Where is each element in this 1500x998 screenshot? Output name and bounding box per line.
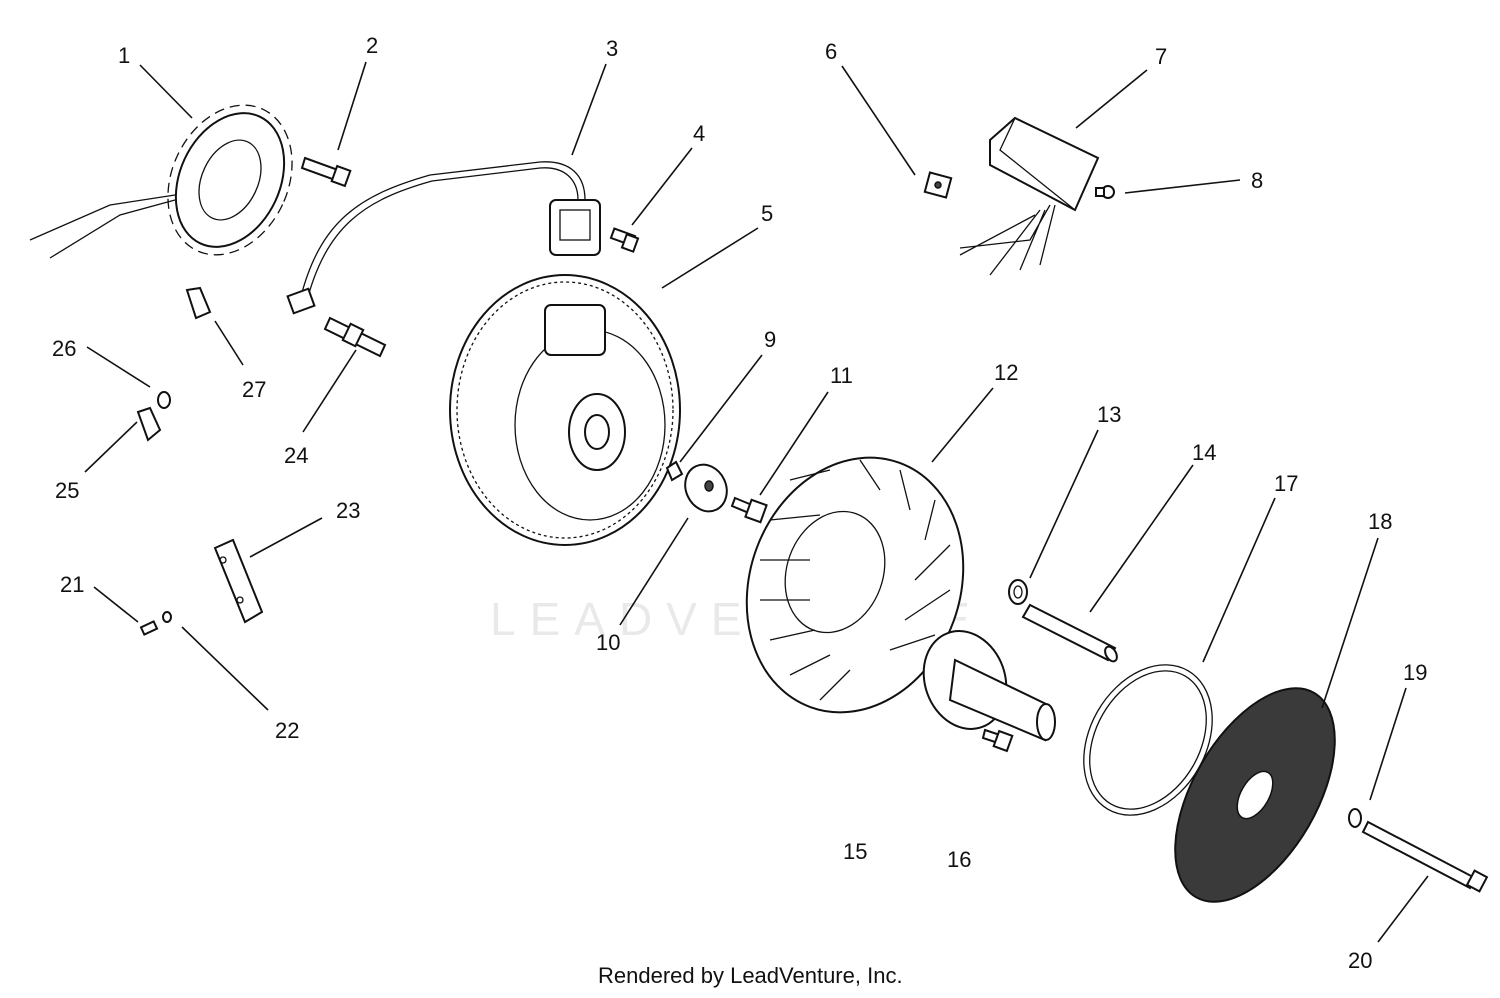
callout-15: 15 bbox=[843, 839, 867, 864]
part-spark-plug bbox=[323, 316, 387, 358]
part-bolt-2 bbox=[300, 156, 352, 188]
callout-19: 19 bbox=[1403, 660, 1427, 685]
callout-3: 3 bbox=[606, 36, 618, 61]
callout-9: 9 bbox=[764, 327, 776, 352]
part-screw-8 bbox=[1095, 185, 1115, 199]
part-washer-19 bbox=[1348, 808, 1362, 828]
callout-13: 13 bbox=[1097, 402, 1121, 427]
part-clip-25 bbox=[136, 406, 162, 442]
callout-12: 12 bbox=[994, 360, 1018, 385]
callout-11: 11 bbox=[830, 363, 853, 388]
part-spacer-tube bbox=[1021, 603, 1118, 663]
credit-text: Rendered by LeadVenture, Inc. bbox=[598, 963, 903, 988]
part-regulator bbox=[959, 116, 1100, 276]
part-screw-16 bbox=[981, 728, 1014, 753]
callout-7: 7 bbox=[1155, 44, 1167, 69]
callout-2: 2 bbox=[366, 33, 378, 58]
part-nut-6 bbox=[923, 171, 953, 199]
callout-10: 10 bbox=[596, 630, 620, 655]
callout-14: 14 bbox=[1192, 440, 1216, 465]
callout-22: 22 bbox=[275, 718, 299, 743]
part-washer-13 bbox=[1008, 579, 1028, 605]
callout-21: 21 bbox=[60, 572, 84, 597]
part-flywheel bbox=[449, 274, 681, 546]
part-key-9 bbox=[665, 460, 684, 482]
part-screw-21 bbox=[139, 620, 159, 636]
part-ignition-module bbox=[286, 161, 601, 315]
callout-1: 1 bbox=[118, 43, 130, 68]
callout-27: 27 bbox=[242, 377, 266, 402]
callout-8: 8 bbox=[1251, 168, 1263, 193]
part-cooling-fan bbox=[745, 456, 965, 714]
callout-6: 6 bbox=[825, 39, 837, 64]
callout-5: 5 bbox=[761, 201, 773, 226]
part-bolt-4 bbox=[609, 227, 640, 253]
callout-17: 17 bbox=[1274, 471, 1298, 496]
callout-23: 23 bbox=[336, 498, 360, 523]
part-bolt-11 bbox=[730, 496, 768, 524]
callout-26: 26 bbox=[52, 336, 76, 361]
part-grass-screen bbox=[1174, 687, 1336, 903]
part-stator bbox=[29, 104, 293, 259]
part-clip-27 bbox=[185, 286, 212, 320]
callout-24: 24 bbox=[284, 443, 308, 468]
part-washer-10 bbox=[684, 463, 728, 513]
part-bracket-23 bbox=[213, 538, 264, 624]
part-washer-22 bbox=[162, 611, 172, 623]
callout-18: 18 bbox=[1368, 509, 1392, 534]
part-washer-26 bbox=[157, 391, 171, 409]
leader-lines bbox=[84, 61, 1429, 943]
callout-25: 25 bbox=[55, 478, 79, 503]
callout-4: 4 bbox=[693, 121, 705, 146]
callout-16: 16 bbox=[947, 847, 971, 872]
part-hub bbox=[922, 630, 1056, 742]
callout-numbers: 1 2 3 4 5 6 7 8 9 10 11 12 13 14 17 18 1… bbox=[52, 33, 1427, 973]
callout-20: 20 bbox=[1348, 948, 1372, 973]
part-long-bolt bbox=[1361, 820, 1489, 893]
